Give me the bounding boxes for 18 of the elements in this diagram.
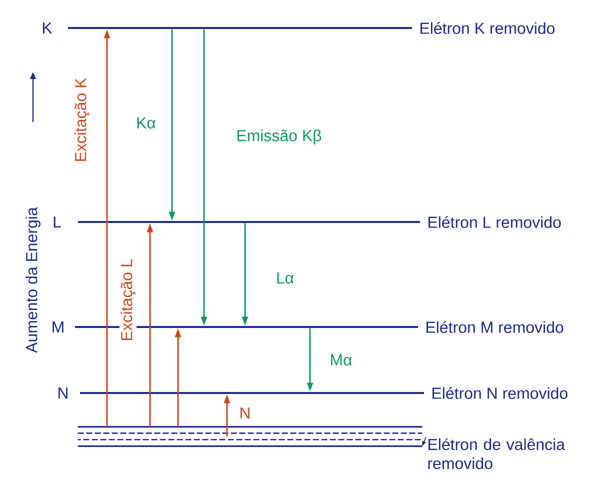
transition-label: N — [238, 406, 252, 420]
transition-label: Mα — [328, 353, 354, 367]
level-letter: L — [54, 216, 61, 228]
level-letter: N — [58, 388, 68, 398]
valence-band — [78, 426, 422, 447]
level-label: Elétron N removido — [432, 387, 568, 399]
transition-label: Lα — [274, 271, 296, 285]
level-letter: K — [42, 22, 52, 34]
level-label: Elétron M removido — [426, 321, 564, 333]
axis-label: Aumento da Energia — [26, 207, 40, 353]
transition-label: Excitação L — [120, 258, 136, 342]
level-label: Elétron L removido — [428, 216, 561, 228]
transition-label: Excitação K — [74, 76, 90, 164]
transition-label: Emissão Kβ — [235, 128, 323, 146]
level-letter: M — [52, 322, 64, 332]
level-label: Elétron K removido — [420, 22, 555, 34]
transition-label: Kα — [135, 116, 157, 130]
valence-label: Elétron de valência removido — [428, 438, 566, 470]
